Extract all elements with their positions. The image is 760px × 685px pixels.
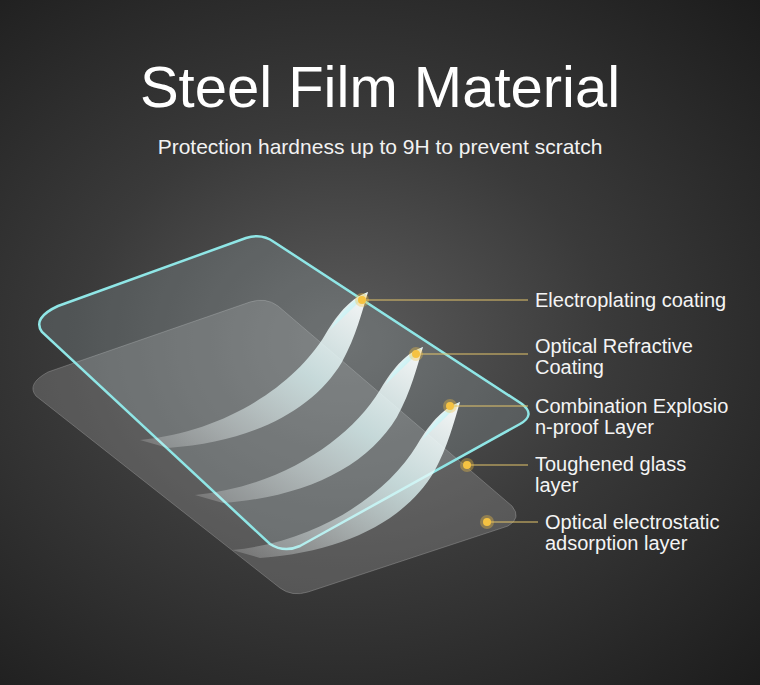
layer-label: Toughened glass layer [535,454,715,496]
layer-label: Optical Refractive Coating [535,336,750,378]
layer-label: Combination Explosio n-proof Layer [535,396,750,438]
title-text: Steel Film Material [0,52,760,122]
leader-lines [362,300,538,522]
layer-label: Optical electrostatic adsorption layer [545,512,745,554]
layer-label: Electroplating coating [535,290,755,311]
peeling-sheet [195,347,423,503]
peeling-sheet [232,402,460,558]
caption-text: Protection hardness up to 9H to prevent … [0,134,760,160]
peeling-sheet [140,292,368,448]
callout-dots [355,293,494,529]
glass-plate [39,236,528,549]
